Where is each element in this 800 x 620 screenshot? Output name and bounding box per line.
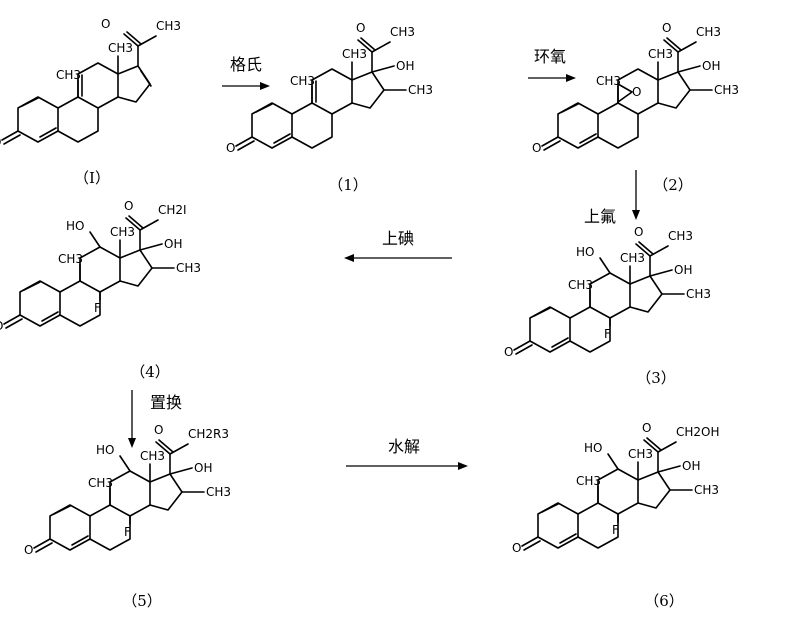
reaction-label-epoxidation: 环氧 [534, 47, 566, 66]
atom-acetyl-o: O [154, 423, 163, 437]
atom-hydroxy: OH [194, 461, 212, 475]
reaction-label-iodination: 上碘 [382, 229, 414, 248]
atom-fluoro: F [124, 525, 131, 539]
atom-acetyl-o: O [124, 199, 133, 213]
atom-methyl: CH3 [290, 74, 315, 88]
arrow-fluorination: 上氟 [584, 170, 640, 226]
atom-oxo: O [512, 541, 521, 555]
atom-ch2i: CH2I [158, 203, 187, 217]
atom-fluoro: F [604, 327, 611, 341]
arrow-epoxidation: 环氧 [528, 47, 576, 82]
atom-acetyl-o: O [634, 225, 643, 239]
compound-label-1: （1） [328, 176, 368, 194]
atom-oxo: O [532, 141, 541, 155]
compound-label-I: （I） [74, 169, 110, 187]
atom-acetyl-o: O [101, 17, 110, 31]
atom-fluoro: F [94, 301, 101, 315]
arrow-substitution: 置换 [128, 390, 182, 448]
compound-label-5: （5） [122, 592, 162, 610]
atom-oxo: O [0, 135, 1, 149]
atom-methyl: CH3 [176, 261, 201, 275]
compound-1-structure: O O CH3 OH CH3 CH3 CH3 [226, 21, 433, 155]
atom-methyl: CH3 [156, 19, 181, 33]
atom-methyl: CH3 [576, 474, 601, 488]
reaction-label-hydrolysis: 水解 [388, 437, 420, 456]
atom-hydroxy: OH [682, 459, 700, 473]
compound-3-structure: O HO F O CH3 OH CH3 CH3 CH3 [504, 225, 711, 359]
atom-hydroxy-left: HO [584, 441, 602, 455]
atom-methyl: CH3 [668, 229, 693, 243]
atom-methyl: CH3 [568, 278, 593, 292]
atom-ch2oh: CH2OH [676, 425, 720, 439]
arrow-hydrolysis: 水解 [346, 437, 468, 470]
atom-methyl: CH3 [342, 47, 367, 61]
compound-2-structure: O O O CH3 OH CH3 CH3 CH3 [532, 21, 739, 155]
reaction-label-grignard: 格氏 [230, 55, 262, 74]
arrow-iodination: 上碘 [344, 229, 452, 262]
atom-acetyl-o: O [356, 21, 365, 35]
compound-5-structure: O HO F O CH2R3 OH CH3 CH3 CH3 [24, 423, 231, 557]
atom-oxo: O [504, 345, 513, 359]
atom-methyl: CH3 [628, 447, 653, 461]
atom-hydroxy: OH [702, 59, 720, 73]
atom-hydroxy: OH [396, 59, 414, 73]
atom-hydroxy-left: HO [576, 245, 594, 259]
atom-methyl: CH3 [88, 476, 113, 490]
compound-4-structure: O HO F O CH2I OH CH3 CH3 CH3 [0, 199, 201, 333]
atom-oxo: O [0, 319, 3, 333]
atom-methyl: CH3 [696, 25, 721, 39]
atom-acetyl-o: O [662, 21, 671, 35]
atom-methyl: CH3 [620, 251, 645, 265]
reaction-label-fluorination: 上氟 [584, 207, 616, 226]
atom-oxo: O [226, 141, 235, 155]
compound-6-structure: O HO F O CH2OH OH CH3 CH3 CH3 [512, 421, 720, 555]
atom-fluoro: F [612, 523, 619, 537]
atom-methyl: CH3 [110, 225, 135, 239]
atom-methyl: CH3 [408, 83, 433, 97]
compound-label-2: （2） [653, 176, 693, 194]
atom-methyl: CH3 [108, 41, 133, 55]
arrow-grignard: 格氏 [222, 55, 270, 90]
atom-methyl: CH3 [686, 287, 711, 301]
atom-oxo: O [24, 543, 33, 557]
atom-methyl: CH3 [140, 449, 165, 463]
atom-methyl: CH3 [56, 68, 81, 82]
atom-methyl: CH3 [714, 83, 739, 97]
atom-hydroxy-left: HO [96, 443, 114, 457]
compound-label-6: （6） [644, 592, 684, 610]
atom-methyl: CH3 [58, 252, 83, 266]
atom-hydroxy: OH [674, 263, 692, 277]
reaction-label-substitution: 置换 [150, 393, 182, 412]
atom-acetyl-o: O [642, 421, 651, 435]
atom-hydroxy: OH [164, 237, 182, 251]
atom-ch2r3: CH2R3 [188, 427, 229, 441]
atom-hydroxy-left: HO [66, 219, 84, 233]
atom-methyl: CH3 [390, 25, 415, 39]
compound-label-3: （3） [636, 369, 676, 387]
atom-methyl: CH3 [648, 47, 673, 61]
compound-I-structure: O O CH3 CH3 CH3 [0, 17, 181, 149]
compound-label-4: （4） [130, 363, 170, 381]
atom-methyl: CH3 [206, 485, 231, 499]
atom-epoxide-o: O [632, 85, 641, 99]
atom-methyl: CH3 [694, 483, 719, 497]
atom-methyl: CH3 [596, 74, 621, 88]
